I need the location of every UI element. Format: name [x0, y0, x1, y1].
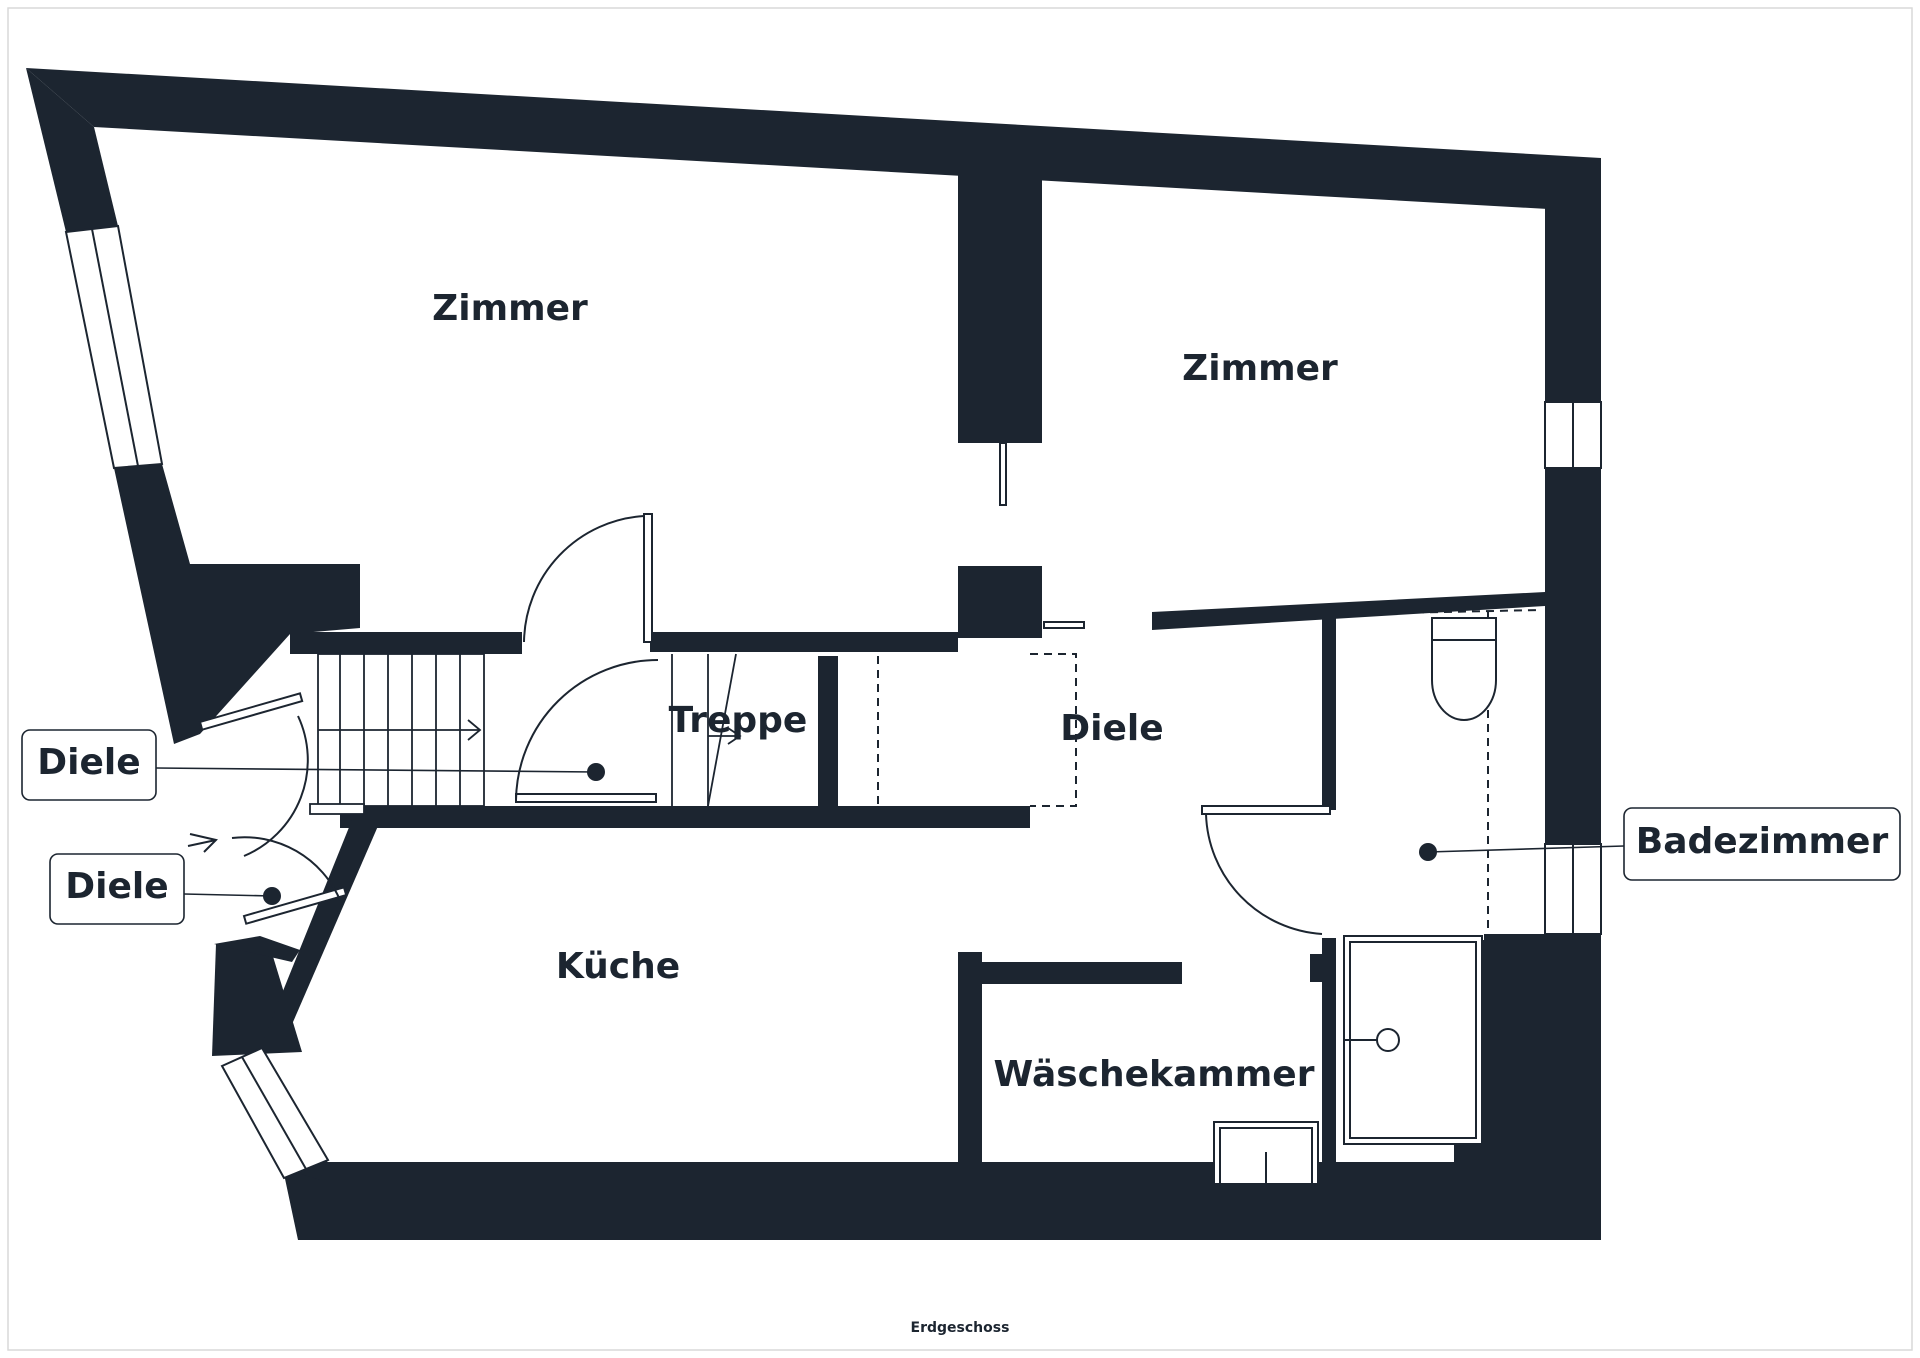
dashed-lines — [877, 609, 1541, 934]
room-label-kueche: Küche — [556, 946, 680, 987]
window-right-lower — [1544, 843, 1602, 935]
staircase-treppe — [671, 653, 742, 807]
window-left-lower — [220, 1046, 330, 1180]
callout-label-diele-upper: Diele — [37, 742, 140, 783]
callout-label-badezimmer: Badezimmer — [1636, 821, 1889, 862]
doors — [187, 442, 1331, 935]
room-label-zimmer-1: Zimmer — [432, 288, 588, 329]
laundry-fixture — [1213, 1121, 1319, 1185]
room-label-treppe: Treppe — [669, 700, 808, 741]
page-frame — [7, 7, 1913, 1351]
callout-diele-upper: Diele — [21, 729, 605, 801]
floor-caption: Erdgeschoss — [911, 1320, 1010, 1336]
room-label-waeschekammer: Wäschekammer — [994, 1054, 1315, 1095]
bath-fixtures — [1343, 617, 1505, 1145]
room-label-zimmer-2: Zimmer — [1182, 348, 1338, 389]
staircase-upper — [309, 653, 485, 815]
window-right-upper — [1544, 401, 1602, 469]
callout-badezimmer: Badezimmer — [1419, 807, 1901, 881]
room-label-diele: Diele — [1060, 708, 1163, 749]
callout-label-diele-lower: Diele — [65, 866, 168, 907]
interior-walls — [214, 175, 1545, 1240]
window-left-upper — [64, 224, 164, 470]
outer-walls — [26, 68, 1601, 1240]
callout-diele-lower: Diele — [49, 853, 281, 925]
